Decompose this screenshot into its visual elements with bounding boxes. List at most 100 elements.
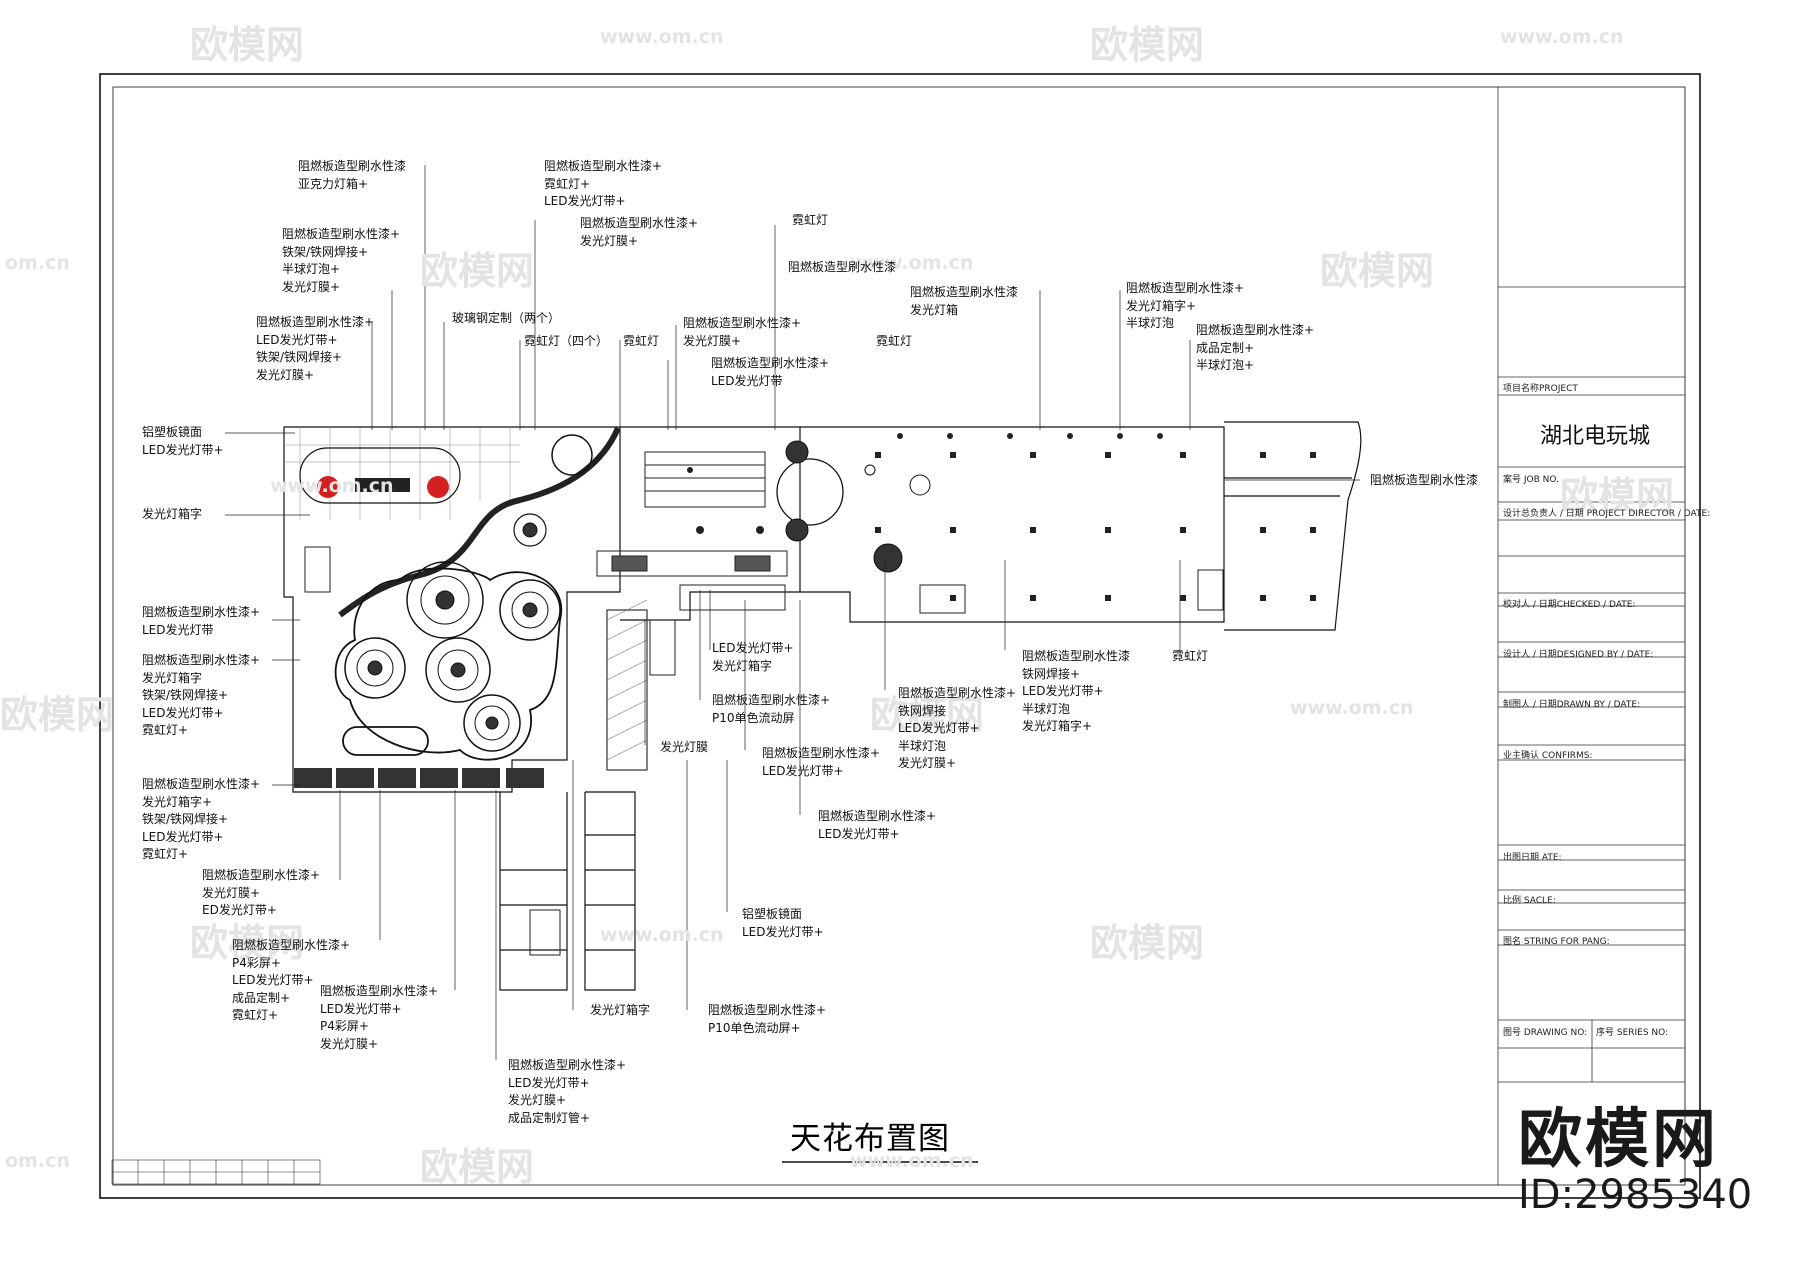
callout-line: 发光灯膜+ <box>202 885 261 900</box>
callout-label: 霓虹灯 <box>792 212 828 230</box>
callout-line: 发光灯箱字 <box>142 670 203 685</box>
director-label: 设计总负责人 / 日期 PROJECT DIRECTOR / DATE: <box>1503 509 1711 519</box>
callout-line: LED发光灯带+ <box>1022 684 1104 698</box>
corner-watermark-logo: 欧模网 <box>1518 1103 1719 1177</box>
callout-line: 铝塑板镜面 <box>742 907 803 921</box>
callout-line: LED发光灯带+ <box>712 641 794 655</box>
project-label: 项目名称PROJECT <box>1503 384 1578 394</box>
callout-line: 阻燃板造型刷水性漆+ <box>580 216 699 230</box>
callout-label: 阻燃板造型刷水性漆+LED发光灯带+发光灯膜+成品定制灯管+ <box>508 1057 626 1127</box>
callout-line: 发光灯膜+ <box>580 233 639 248</box>
callout-label: 阻燃板造型刷水性漆+ 发光灯膜+ <box>580 215 698 250</box>
callout-line: 阻燃板造型刷水性漆+ <box>712 693 831 707</box>
watermark-brand-3: 欧模网 <box>420 249 535 293</box>
callout-label: 阻燃板造型刷水性漆亚克力灯箱+ <box>298 158 406 193</box>
callout-label: 阻燃板造型刷水性漆+发光灯膜+ED发光灯带+ <box>202 867 320 920</box>
watermark-brand-10: 欧模网 <box>420 1145 535 1189</box>
callout-line: 阻燃板造型刷水性漆+ <box>708 1003 827 1017</box>
stage-outline <box>342 726 429 756</box>
plan-geometry <box>283 421 1362 991</box>
callout-line: P10单色流动屏+ <box>708 1020 801 1035</box>
callout-line: 阻燃板造型刷水性漆+ <box>142 653 261 667</box>
callout-line: 成品定制+ <box>1196 340 1255 355</box>
bottom-box-strip <box>294 768 544 788</box>
callout-line: 发光灯膜+ <box>683 333 742 348</box>
callout-line: 阻燃板造型刷水性漆 <box>1370 473 1479 487</box>
callout-line: P4彩屏+ <box>320 1019 369 1033</box>
callout-label: 阻燃板造型刷水性漆+ LED发光灯带+ P4彩屏+ 发光灯膜+ <box>320 983 438 1053</box>
watermark-url-8: www.om.cn <box>850 1150 974 1172</box>
callout-line: LED发光灯带+ <box>508 1075 590 1090</box>
callout-line: LED发光灯带 <box>142 622 214 637</box>
callout-label: 阻燃板造型刷水性漆+LED发光灯带+ <box>818 808 936 843</box>
callout-line: P10单色流动屏 <box>712 710 795 725</box>
drawn-label: 制图人 / 日期DRAWN BY / DATE: <box>1503 700 1641 710</box>
callout-line: 阻燃板造型刷水性漆+ <box>898 686 1017 700</box>
watermark-url-6: www.om.cn <box>1290 697 1414 719</box>
callout-line: 阻燃板造型刷水性漆+ <box>683 316 802 330</box>
callout-line: LED发光灯带+ <box>742 924 824 939</box>
watermark-url-4: om.cn <box>5 252 70 274</box>
callout-line: 阻燃板造型刷水性漆 <box>298 159 407 173</box>
callout-label: 阻燃板造型刷水性漆+发光灯箱字+半球灯泡 <box>1126 280 1244 333</box>
callout-line: LED发光灯带+ <box>256 332 338 347</box>
callout-line: 阻燃板造型刷水性漆+ <box>508 1058 627 1072</box>
callout-line: 成品定制灯管+ <box>508 1110 591 1125</box>
callout-line: 阻燃板造型刷水性漆 <box>1022 649 1131 663</box>
watermark-url-9: om.cn <box>5 1150 70 1172</box>
sign-panel <box>299 447 461 504</box>
callout-line: 阻燃板造型刷水性漆+ <box>142 777 261 791</box>
revision-table <box>111 1159 321 1185</box>
callout-line: 铁架/铁网焊接+ <box>282 244 369 259</box>
callout-line: 霓虹灯+ <box>142 723 189 737</box>
callout-line: 发光灯膜+ <box>256 367 315 382</box>
callout-line: P4彩屏+ <box>232 955 281 970</box>
callout-line: 阻燃板造型刷水性漆+ <box>1196 323 1315 337</box>
scale-label: 比例 SACLE: <box>1503 896 1556 906</box>
callout-line: 铁架/铁网焊接+ <box>142 688 229 702</box>
callout-line: 铁网焊接+ <box>1022 666 1081 681</box>
callout-line: 发光灯膜 <box>660 740 709 754</box>
callout-label: 发光灯膜 <box>660 739 708 757</box>
callout-line: 阻燃板造型刷水性漆 <box>910 285 1019 299</box>
hatching <box>606 599 648 761</box>
callout-label: 霓虹灯（四个） <box>524 333 608 351</box>
callout-label: 阻燃板造型刷水性漆+ 发光灯膜+ <box>683 315 801 350</box>
callout-label: 阻燃板造型刷水性漆+ LED发光灯带 <box>142 604 260 639</box>
callout-label: 发光灯箱字 <box>590 1002 650 1020</box>
callout-line: 阻燃板造型刷水性漆+ <box>320 984 439 998</box>
callout-line: 半球灯泡+ <box>1196 358 1255 372</box>
callout-line: 霓虹灯 <box>876 334 913 348</box>
watermark-brand-4: 欧模网 <box>1320 249 1435 293</box>
callout-line: 发光灯膜+ <box>898 756 957 770</box>
watermark-brand-5: 欧模网 <box>1560 474 1675 518</box>
callout-line: 铁架/铁网焊接+ <box>142 812 229 826</box>
blob-outline <box>334 567 563 761</box>
callout-line: LED发光灯带 <box>711 373 783 388</box>
title-block <box>1497 87 1686 1185</box>
escalators <box>304 451 1224 956</box>
callout-label: 霓虹灯 <box>623 333 659 351</box>
callout-line: 发光灯膜+ <box>320 1036 379 1051</box>
watermark-brand-8: 欧模网 <box>190 921 305 965</box>
callout-line: 发光灯箱字 <box>712 658 773 673</box>
watermark-brand-6: 欧模网 <box>0 693 115 737</box>
callout-line: LED发光灯带+ <box>320 1001 402 1016</box>
callout-label: 铝塑板镜面 LED发光灯带+ <box>742 906 824 941</box>
callout-line: 霓虹灯（四个） <box>524 334 609 348</box>
watermark-url-1: www.om.cn <box>600 26 724 48</box>
watermark-url-5: www.om.cn <box>270 475 394 497</box>
callout-line: 霓虹灯 <box>1172 649 1209 663</box>
circular-features <box>344 434 931 752</box>
callout-line: 阻燃板造型刷水性漆+ <box>142 605 261 619</box>
issue-date-label: 出图日期 ATE: <box>1503 853 1562 863</box>
callout-line: 霓虹灯 <box>623 334 660 348</box>
callout-line: 阻燃板造型刷水性漆+ <box>256 315 375 329</box>
callout-line: ED发光灯带+ <box>202 903 277 917</box>
callout-line: 阻燃板造型刷水性漆+ <box>282 227 401 241</box>
callout-label: 阻燃板造型刷水性漆+LED发光灯带 <box>711 355 829 390</box>
callout-label: 阻燃板造型刷水性漆铁网焊接+LED发光灯带+半球灯泡发光灯箱字+ <box>1022 648 1130 736</box>
series-no-label: 序号 SERIES NO: <box>1596 1028 1669 1038</box>
